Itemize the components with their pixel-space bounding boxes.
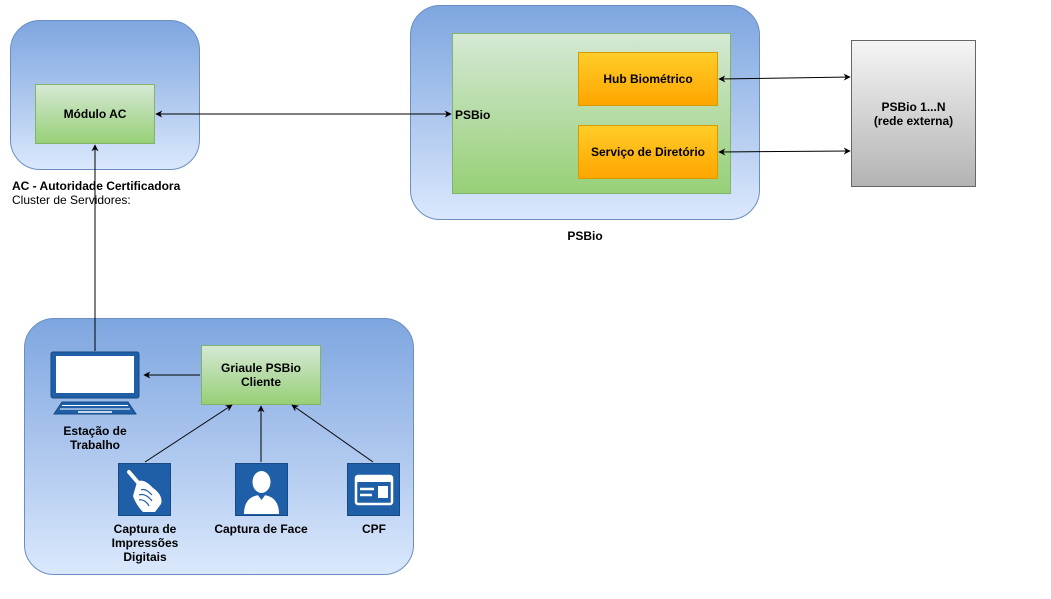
servico-diretorio-label: Serviço de Diretório [590, 145, 706, 159]
workstation-line2: Trabalho [69, 438, 120, 452]
psbio-external-box[interactable]: PSBio 1...N (rede externa) [851, 40, 976, 187]
face-label: Captura de Face [214, 522, 308, 536]
servico-diretorio-box[interactable]: Serviço de Diretório [578, 125, 718, 179]
hub-biometrico-label: Hub Biométrico [603, 72, 693, 86]
fingerprint-line2: Impressões [111, 536, 179, 550]
modulo-ac-box[interactable]: Módulo AC [35, 84, 155, 144]
griaule-line1: Griaule PSBio [220, 361, 302, 375]
workstation-label: Estação de Trabalho [40, 424, 150, 452]
psbio-inner-label: PSBio [455, 108, 491, 122]
user-silhouette-icon[interactable] [235, 463, 288, 516]
cpf-label: CPF [362, 522, 386, 536]
modulo-ac-label: Módulo AC [63, 107, 127, 121]
griaule-line2: Cliente [240, 375, 281, 389]
id-card-icon[interactable] [347, 463, 400, 516]
psbio-container-caption: PSBio [567, 229, 603, 243]
ac-caption-subtitle: Cluster de Servidores: [12, 193, 131, 207]
fingerprint-label: Captura de Impressões Digitais [90, 522, 200, 564]
griaule-psbio-cliente-box[interactable]: Griaule PSBio Cliente [201, 345, 321, 405]
computer-monitor-icon[interactable] [48, 350, 142, 418]
workstation-line1: Estação de [63, 424, 127, 438]
psbio-external-line1: PSBio 1...N [881, 99, 946, 114]
ac-caption-title: AC - Autoridade Certificadora [12, 179, 181, 193]
hub-biometrico-box[interactable]: Hub Biométrico [578, 52, 718, 106]
fingerprint-touch-icon[interactable] [118, 463, 171, 516]
fingerprint-line3: Digitais [123, 550, 167, 564]
psbio-external-line2: (rede externa) [873, 113, 954, 128]
fingerprint-line1: Captura de [113, 522, 177, 536]
